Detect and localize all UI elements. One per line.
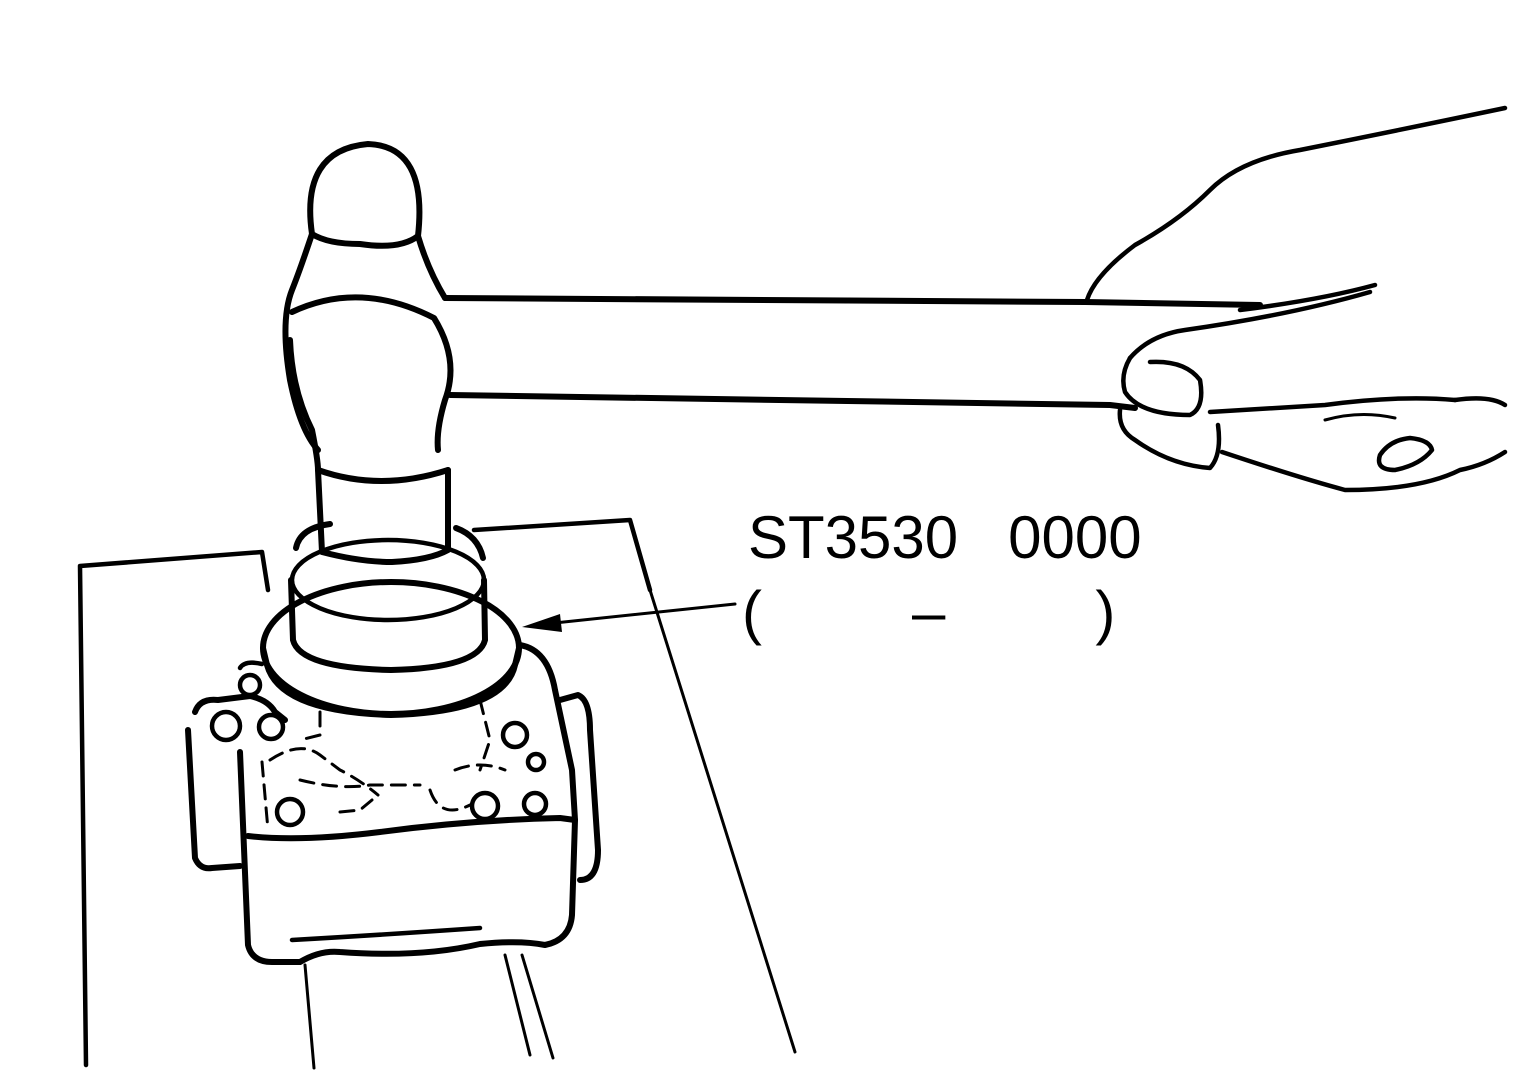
- hammer-icon: [282, 141, 1263, 565]
- vise-icon: [77, 517, 797, 1070]
- leader-arrow: [522, 602, 737, 632]
- tool-number-label: ST3530 0000: [748, 504, 1142, 571]
- pump-housing-icon: [185, 642, 601, 965]
- drift-tool-icon: [260, 521, 522, 718]
- tool-number-secondary-label: ( – ): [742, 579, 1116, 646]
- hand-icon: [1084, 105, 1508, 493]
